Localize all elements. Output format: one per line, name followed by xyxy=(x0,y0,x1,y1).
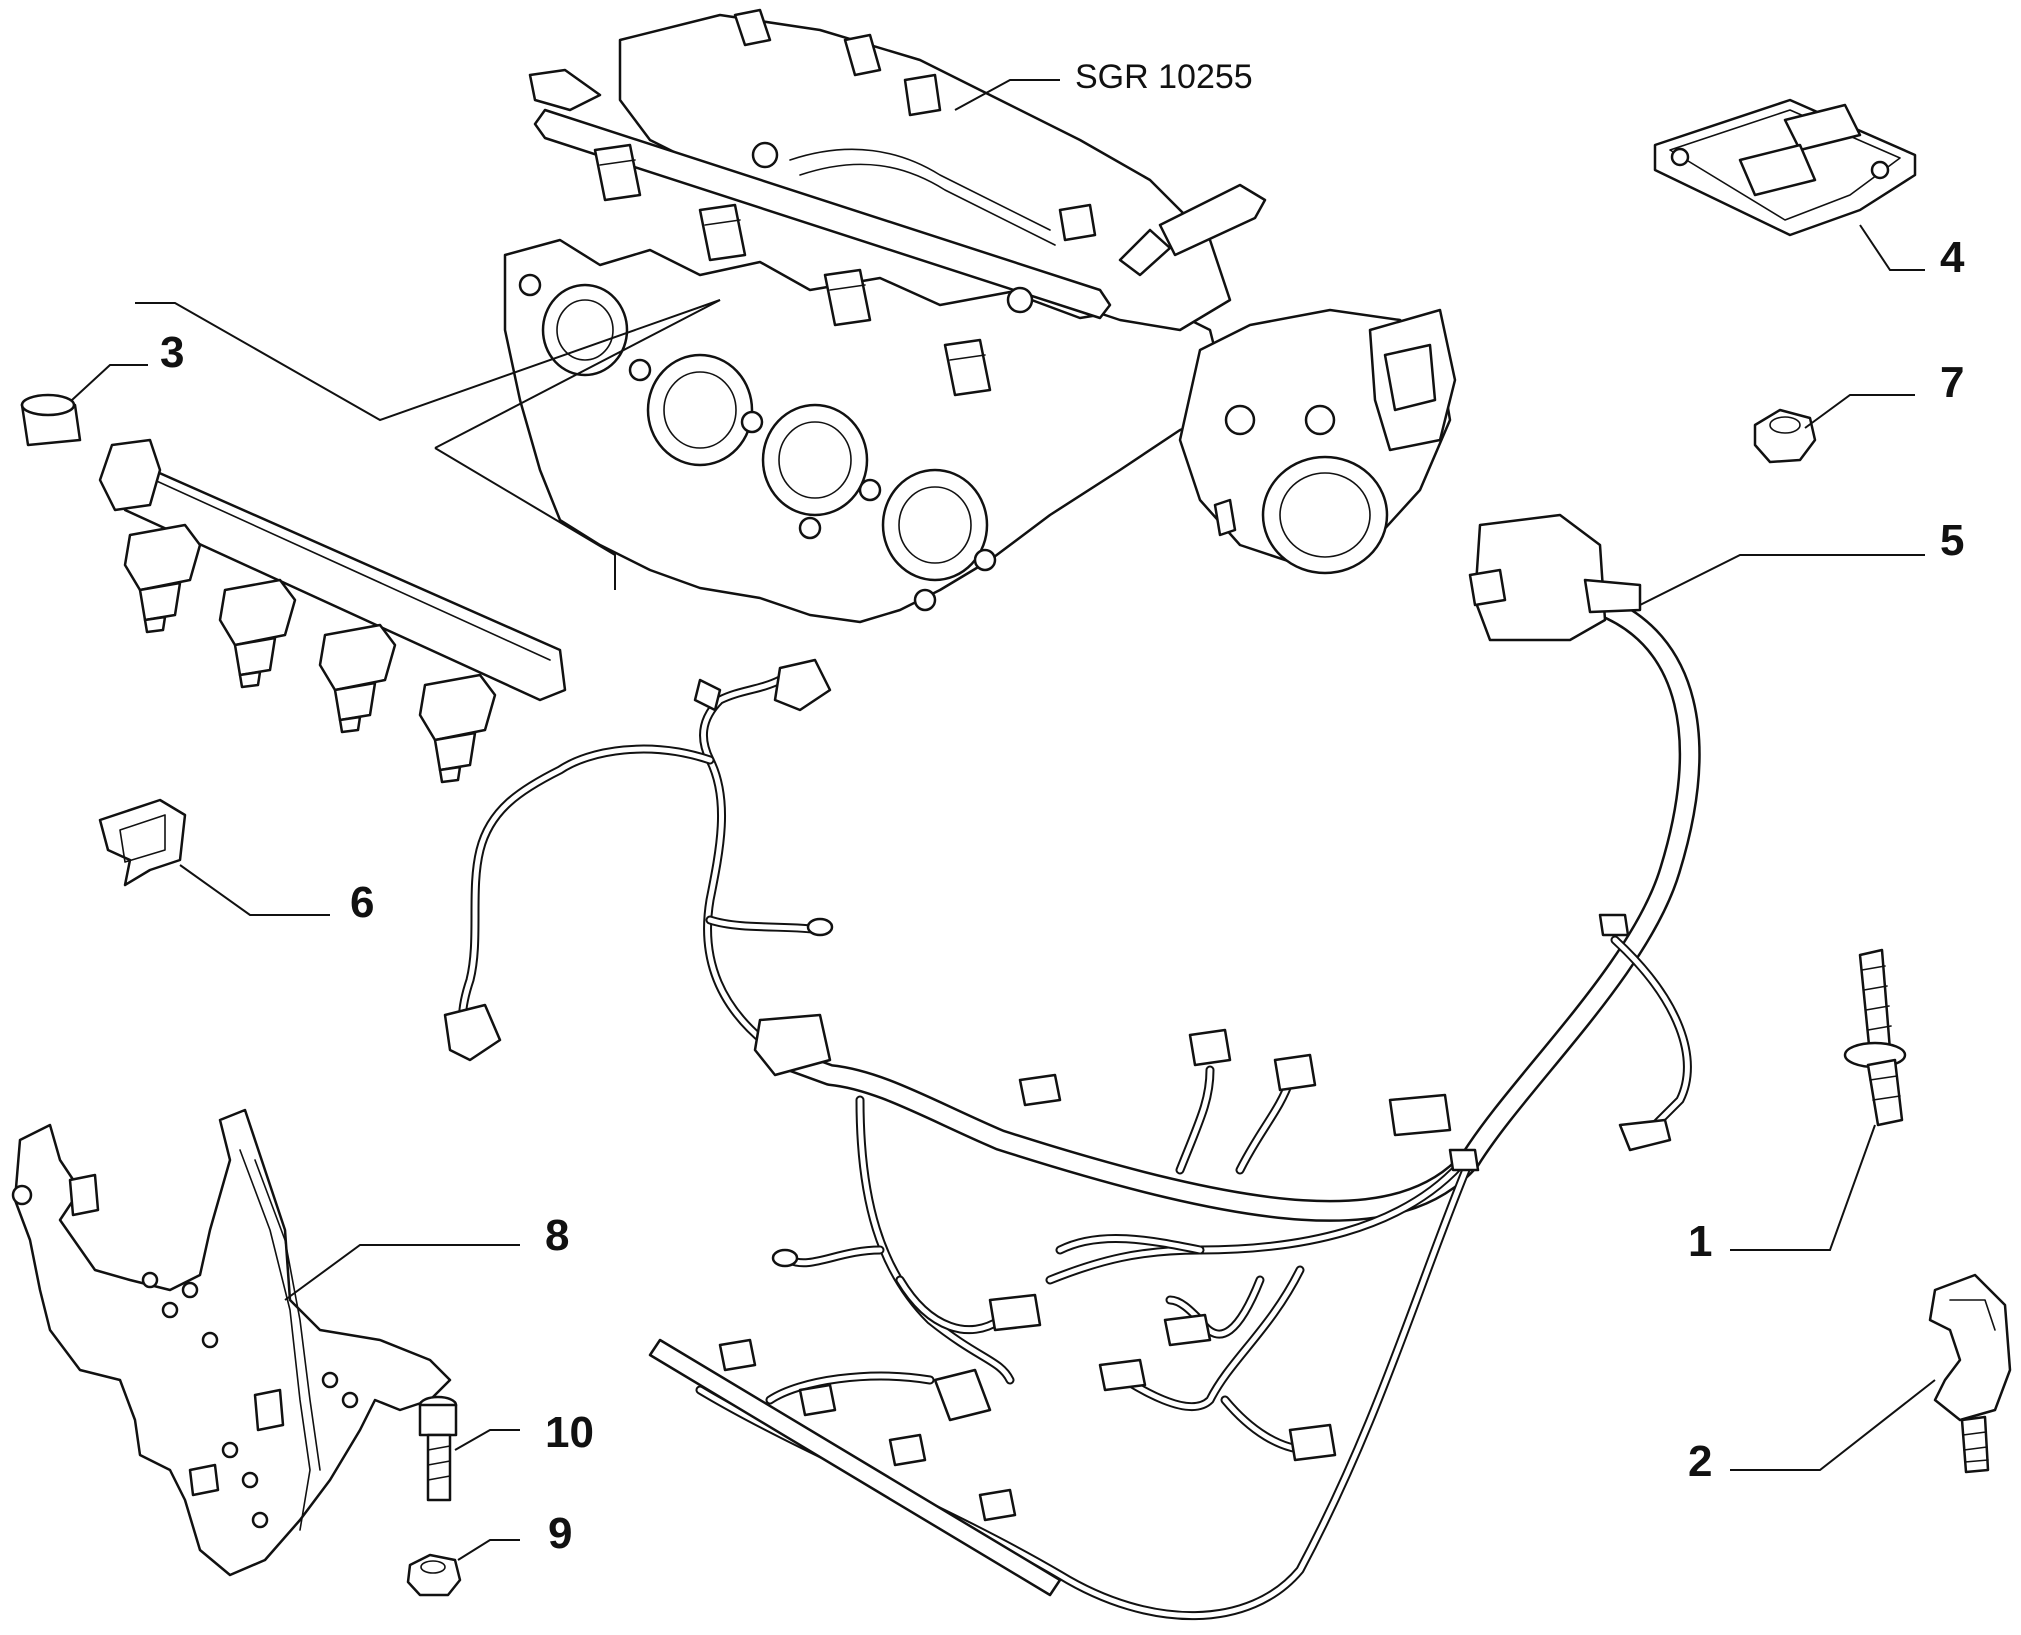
manifold-injector xyxy=(698,203,747,262)
callout-3-leader xyxy=(71,364,148,401)
callout-label-6: 6 xyxy=(350,878,374,927)
callout-10-leader xyxy=(454,1429,520,1451)
intake-port-ring xyxy=(646,353,754,467)
harness-connector xyxy=(1273,1053,1317,1092)
callout-label-10: 10 xyxy=(545,1408,594,1457)
callout-label-9: 9 xyxy=(548,1509,572,1558)
callout-label-5: 5 xyxy=(1940,516,1964,565)
throttle-body xyxy=(1178,308,1457,575)
diagram-reference-code: SGR 10255 xyxy=(1075,58,1253,96)
intake-manifold-assembly xyxy=(503,8,1457,624)
harness-connector xyxy=(1288,1423,1337,1462)
callout-8-leader xyxy=(284,1244,520,1301)
harness-connector xyxy=(1018,1073,1062,1107)
harness-connector xyxy=(753,1013,832,1077)
ring-terminal xyxy=(771,1248,799,1268)
callout-2-leader xyxy=(1730,1379,1936,1471)
harness-connector xyxy=(1188,1028,1232,1067)
harness-connector xyxy=(1618,1118,1672,1152)
intake-port-ring xyxy=(761,403,869,517)
callout-4-leader xyxy=(1859,224,1925,271)
manifold-injector xyxy=(823,268,872,327)
callout-label-2: 2 xyxy=(1688,1437,1712,1486)
part-1-stud-bolt xyxy=(1843,948,1907,1127)
harness-connector xyxy=(1098,1358,1147,1392)
manifold-injector xyxy=(593,143,642,202)
intake-port-ring xyxy=(541,283,629,377)
part-4-control-unit xyxy=(1653,98,1917,237)
part-6-clip xyxy=(98,798,187,887)
part-9-nut xyxy=(406,1553,462,1597)
part-5-wiring-harness xyxy=(443,513,1701,1621)
harness-connector xyxy=(933,1368,992,1422)
callout-5-leader xyxy=(1639,554,1925,606)
callout-label-4: 4 xyxy=(1940,233,1965,282)
harness-connector xyxy=(773,658,832,712)
intake-port-ring xyxy=(881,468,989,582)
callout-1-leader xyxy=(1730,1124,1876,1251)
part-3-spacer xyxy=(20,393,82,447)
callout-7-leader xyxy=(1804,394,1915,429)
part-2-clamp xyxy=(1928,1273,2012,1474)
callout-label-7: 7 xyxy=(1940,358,1964,407)
fuel-rail-detail xyxy=(98,299,721,784)
harness-connector xyxy=(443,1003,502,1062)
part-7-nut xyxy=(1753,408,1817,464)
callout-9-leader xyxy=(457,1539,520,1561)
manifold-injector xyxy=(943,338,992,397)
fuel-injector xyxy=(123,523,202,634)
reference-leader-line xyxy=(954,79,1060,111)
callout-label-1: 1 xyxy=(1688,1217,1712,1266)
part-10-screw xyxy=(418,1395,458,1502)
part-8-bracket xyxy=(11,1108,452,1577)
fuel-injector xyxy=(418,673,497,784)
fuel-injector xyxy=(218,578,297,689)
fuel-injector xyxy=(318,623,397,734)
callout-6-leader xyxy=(179,864,330,916)
harness-connector xyxy=(1388,1093,1452,1137)
callout-label-3: 3 xyxy=(160,328,184,377)
harness-connector xyxy=(1163,1313,1212,1347)
ring-terminal xyxy=(806,917,834,937)
callout-label-8: 8 xyxy=(545,1211,569,1260)
harness-connector xyxy=(988,1293,1042,1332)
